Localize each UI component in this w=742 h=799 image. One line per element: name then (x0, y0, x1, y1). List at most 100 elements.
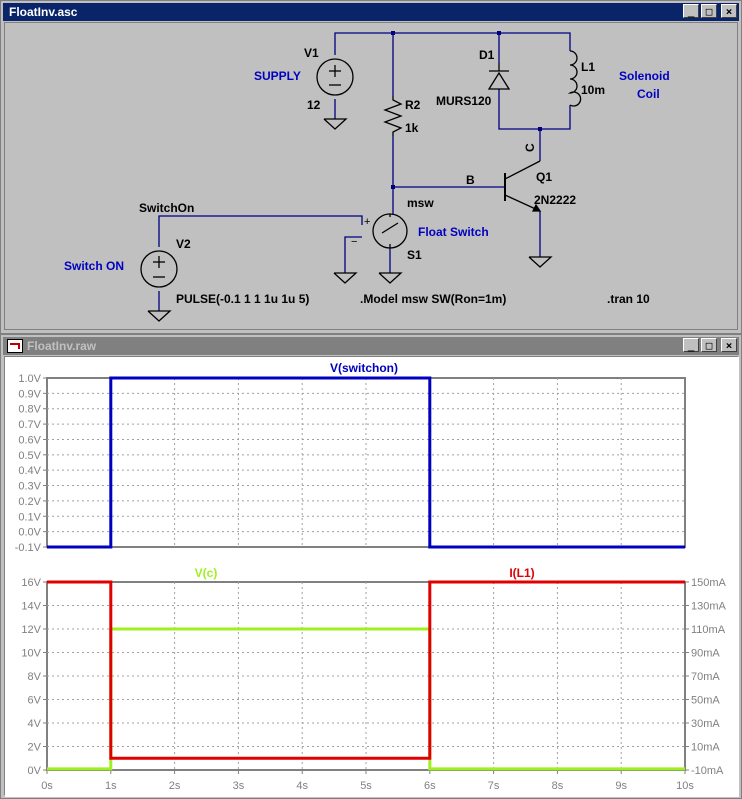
vc-series-line (47, 627, 685, 771)
waveform-titlebar[interactable]: FloatInv.raw _ □ × (3, 337, 739, 355)
waveform-title: FloatInv.raw (27, 339, 97, 353)
schematic-components (140, 50, 582, 322)
schematic-minimize-button[interactable]: _ (683, 4, 699, 18)
v1-ref-label: V1 (304, 46, 319, 60)
svg-text:+: + (364, 216, 370, 228)
q1-model-label: 2N2222 (534, 193, 576, 207)
model-directive: .Model msw SW(Ron=1m) (360, 292, 506, 306)
svg-text:−: − (351, 236, 357, 248)
x-tick-label: 8s (552, 780, 564, 792)
y-tick-label: 0.1V (18, 511, 41, 523)
switchon-pane[interactable]: 1.0V0.9V0.8V0.7V0.6V0.5V0.4V0.3V0.2V0.1V… (15, 361, 686, 554)
y-tick-label-right: 130mA (691, 601, 727, 613)
switchon-trace (47, 376, 685, 549)
y-tick-label: 0.6V (18, 434, 41, 446)
y-tick-label-right: 110mA (691, 624, 726, 636)
y-tick-label: 0.5V (18, 450, 41, 462)
pulse-directive: PULSE(-0.1 1 1 1u 1u 5) (176, 292, 309, 306)
y-tick-label: 0.8V (18, 404, 41, 416)
y-tick-label-right: 30mA (691, 718, 720, 730)
waveform-maximize-button[interactable]: □ (701, 338, 717, 352)
x-tick-label: 9s (615, 780, 627, 792)
schematic-window[interactable]: FloatInv.asc _ □ × (0, 0, 742, 334)
float-switch-label: Float Switch (418, 225, 489, 239)
y-tick-label: 1.0V (18, 373, 41, 385)
waveform-minimize-button[interactable]: _ (683, 338, 699, 352)
switchon-y-ticks: 1.0V0.9V0.8V0.7V0.6V0.5V0.4V0.3V0.2V0.1V… (15, 373, 47, 554)
y-tick-label-left: 12V (21, 624, 41, 636)
y-tick-label-right: 50mA (691, 695, 720, 707)
vc-il1-traces (47, 580, 685, 771)
l1-ref-label: L1 (581, 60, 595, 74)
switch-pin-marks: + − (351, 216, 370, 248)
y-tick-label-right: 90mA (691, 648, 720, 660)
x-tick-label: 10s (676, 780, 694, 792)
d1-model-label: MURS120 (436, 94, 492, 108)
s1-ref-label: S1 (407, 248, 422, 262)
x-tick-label: 4s (296, 780, 308, 792)
schematic-canvas[interactable]: + − V1 SUPPLY 12 R2 1k D1 MURS120 L1 10m… (4, 22, 738, 330)
switchon-net-label: SwitchOn (139, 201, 194, 215)
x-tick-label: 6s (424, 780, 436, 792)
y-tick-label-right: -10mA (691, 765, 724, 777)
y-tick-label: 0.7V (18, 419, 41, 431)
y-tick-label-left: 2V (28, 742, 42, 754)
schematic-title: FloatInv.asc (9, 5, 78, 19)
r2-ref-label: R2 (405, 98, 421, 112)
x-tick-label: 1s (105, 780, 117, 792)
switch-on-label: Switch ON (64, 259, 124, 273)
il1-series-line (47, 580, 685, 760)
y-tick-label-left: 10V (21, 648, 41, 660)
y-tick-label: 0.2V (18, 496, 41, 508)
c-net-label: C (523, 143, 537, 152)
l1-value-label: 10m (581, 83, 605, 97)
schematic-titlebar[interactable]: FloatInv.asc _ □ × (3, 3, 739, 21)
y-tick-label-right: 10mA (691, 742, 720, 754)
q1-ref-label: Q1 (536, 170, 552, 184)
solenoid-label: Solenoid (619, 69, 670, 83)
d1-ref-label: D1 (479, 48, 495, 62)
tran-directive: .tran 10 (607, 292, 650, 306)
y-tick-label-left: 4V (28, 718, 42, 730)
schematic-labels: V1 SUPPLY 12 R2 1k D1 MURS120 L1 10m Sol… (64, 46, 670, 306)
y-tick-label-left: 16V (21, 577, 41, 589)
coil-label: Coil (637, 87, 660, 101)
vc-trace-label[interactable]: V(c) (195, 566, 218, 580)
switchon-series-line (47, 376, 685, 549)
v2-ref-label: V2 (176, 237, 191, 251)
y-tick-label-left: 6V (28, 695, 42, 707)
schematic-drawing: + − V1 SUPPLY 12 R2 1k D1 MURS120 L1 10m… (64, 31, 670, 322)
vc-y-ticks: 16V 14V 12V 10V 8V 6V 4V 2V 0V (21, 577, 47, 777)
x-tick-label: 2s (169, 780, 181, 792)
y-tick-label-left: 14V (21, 601, 41, 613)
waveform-close-button[interactable]: × (721, 338, 737, 352)
schematic-wires (158, 32, 571, 311)
y-tick-label-left: 0V (28, 765, 42, 777)
y-tick-label: 0.3V (18, 481, 41, 493)
waveform-icon (7, 339, 23, 353)
b-net-label: B (466, 173, 475, 187)
time-x-ticks: 0s 1s 2s 3s 4s 5s 6s 7s 8s 9s 10s (41, 770, 694, 792)
x-tick-label: 7s (488, 780, 500, 792)
supply-label: SUPPLY (254, 69, 301, 83)
y-tick-label: 0.9V (18, 388, 41, 400)
r2-value-label: 1k (405, 121, 419, 135)
schematic-close-button[interactable]: × (721, 4, 737, 18)
waveform-plots[interactable]: 1.0V0.9V0.8V0.7V0.6V0.5V0.4V0.3V0.2V0.1V… (5, 357, 739, 797)
x-tick-label: 5s (360, 780, 372, 792)
x-tick-label: 0s (41, 780, 53, 792)
y-tick-label-left: 8V (28, 671, 42, 683)
x-tick-label: 3s (233, 780, 245, 792)
y-tick-label: -0.1V (15, 542, 42, 554)
il1-trace-label[interactable]: I(L1) (509, 566, 534, 580)
wire-junctions (391, 31, 542, 189)
switchon-trace-label[interactable]: V(switchon) (330, 361, 398, 375)
v1-value-label: 12 (307, 98, 321, 112)
y-tick-label-right: 70mA (691, 671, 720, 683)
waveform-window[interactable]: FloatInv.raw _ □ × 1.0V 0.9V 0.8V 0.7V 0.6V 0… (0, 334, 742, 799)
msw-label: msw (407, 196, 434, 210)
schematic-maximize-button[interactable]: □ (701, 4, 717, 18)
